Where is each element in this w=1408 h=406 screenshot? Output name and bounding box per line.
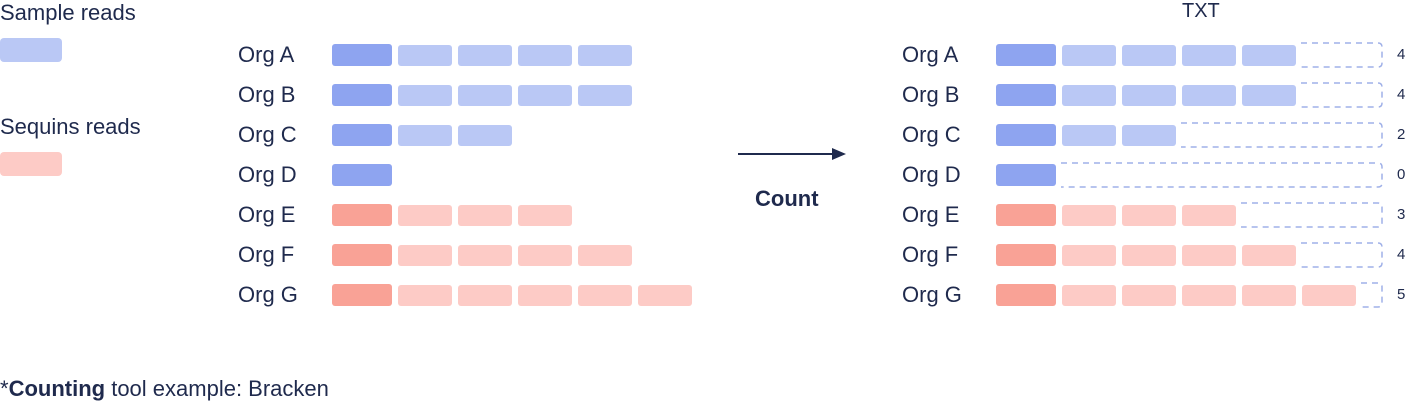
- count-value: 4: [1397, 86, 1406, 103]
- read-bar: [398, 45, 452, 66]
- read-bar: [398, 285, 452, 306]
- read-bar: [1182, 245, 1236, 266]
- org-marker-bar: [332, 84, 392, 106]
- read-bar: [1062, 125, 1116, 146]
- read-bar: [578, 245, 632, 266]
- read-bar: [1062, 205, 1116, 226]
- org-marker-bar: [332, 204, 392, 226]
- read-bar: [458, 85, 512, 106]
- read-bar: [1182, 45, 1236, 66]
- org-label: Org E: [238, 202, 296, 227]
- read-bar: [458, 285, 512, 306]
- read-bar: [578, 285, 632, 306]
- read-bar: [518, 245, 572, 266]
- org-label: Org G: [238, 282, 298, 307]
- read-bar: [1062, 45, 1116, 66]
- read-bar: [1242, 45, 1296, 66]
- read-bar: [518, 285, 572, 306]
- read-bar: [518, 205, 572, 226]
- org-label: Org B: [902, 82, 960, 107]
- count-step-label: Count: [755, 186, 819, 211]
- org-label: Org D: [902, 162, 961, 187]
- org-marker-bar: [332, 244, 392, 266]
- read-bar: [398, 85, 452, 106]
- dashed-capacity-outline: [1241, 202, 1383, 228]
- org-marker-bar: [332, 44, 392, 66]
- legend-sample-title: Sample reads: [0, 0, 136, 25]
- legend-sequins-swatch: [0, 152, 62, 176]
- read-bar: [458, 125, 512, 146]
- read-bar: [1242, 85, 1296, 106]
- read-bar: [1062, 285, 1116, 306]
- read-bar: [1122, 285, 1176, 306]
- org-marker-bar: [332, 284, 392, 306]
- count-value: 4: [1397, 246, 1406, 263]
- org-label: Org E: [902, 202, 960, 227]
- read-bar: [1182, 85, 1236, 106]
- count-value: 5: [1397, 286, 1406, 303]
- dashed-capacity-outline: [1181, 122, 1383, 148]
- org-label: Org F: [238, 242, 295, 267]
- footnote-prefix: *: [0, 376, 9, 401]
- read-bar: [578, 45, 632, 66]
- org-label: Org B: [238, 82, 296, 107]
- org-marker-bar: [996, 124, 1056, 146]
- org-label: Org A: [238, 42, 295, 67]
- org-marker-bar: [332, 124, 392, 146]
- org-marker-bar: [996, 84, 1056, 106]
- read-bar: [458, 205, 512, 226]
- org-label: Org F: [902, 242, 959, 267]
- dashed-capacity-outline: [1301, 242, 1383, 268]
- read-bar: [1122, 245, 1176, 266]
- count-value: 0: [1397, 166, 1406, 183]
- read-bar: [1242, 285, 1296, 306]
- read-bar: [1062, 245, 1116, 266]
- read-bar: [458, 45, 512, 66]
- dashed-capacity-outline: [1061, 162, 1383, 188]
- read-bar: [398, 205, 452, 226]
- dashed-capacity-outline: [1361, 282, 1383, 308]
- read-bar: [398, 125, 452, 146]
- read-bar: [398, 245, 452, 266]
- count-value: 3: [1397, 206, 1406, 223]
- read-bar: [1182, 205, 1236, 226]
- read-bar: [1302, 285, 1356, 306]
- org-marker-bar: [996, 204, 1056, 226]
- org-marker-bar: [996, 244, 1056, 266]
- footnote: *Counting tool example: Bracken: [0, 376, 329, 402]
- org-label: Org C: [902, 122, 961, 147]
- org-label: Org D: [238, 162, 297, 187]
- count-value: 2: [1397, 126, 1406, 143]
- read-bar: [518, 85, 572, 106]
- output-title: TXT: [1182, 0, 1220, 22]
- read-bar: [578, 85, 632, 106]
- org-label: Org G: [902, 282, 962, 307]
- read-bar: [1062, 85, 1116, 106]
- read-bar: [458, 245, 512, 266]
- org-marker-bar: [996, 164, 1056, 186]
- read-bar: [1122, 45, 1176, 66]
- legend-sample-swatch: [0, 38, 62, 62]
- org-marker-bar: [996, 284, 1056, 306]
- read-bar: [1182, 285, 1236, 306]
- count-value: 4: [1397, 46, 1406, 63]
- dashed-capacity-outline: [1301, 82, 1383, 108]
- read-bar: [1122, 205, 1176, 226]
- legend-sequins-title: Sequins reads: [0, 114, 141, 139]
- org-marker-bar: [996, 44, 1056, 66]
- read-bar: [1122, 85, 1176, 106]
- org-marker-bar: [332, 164, 392, 186]
- arrow-right-icon: [738, 148, 846, 160]
- org-label: Org C: [238, 122, 297, 147]
- footnote-rest: tool example: Bracken: [105, 376, 329, 401]
- read-bar: [638, 285, 692, 306]
- org-label: Org A: [902, 42, 959, 67]
- read-bar: [1242, 245, 1296, 266]
- read-bar: [1122, 125, 1176, 146]
- dashed-capacity-outline: [1301, 42, 1383, 68]
- footnote-bold: Counting: [8, 376, 106, 401]
- read-bar: [518, 45, 572, 66]
